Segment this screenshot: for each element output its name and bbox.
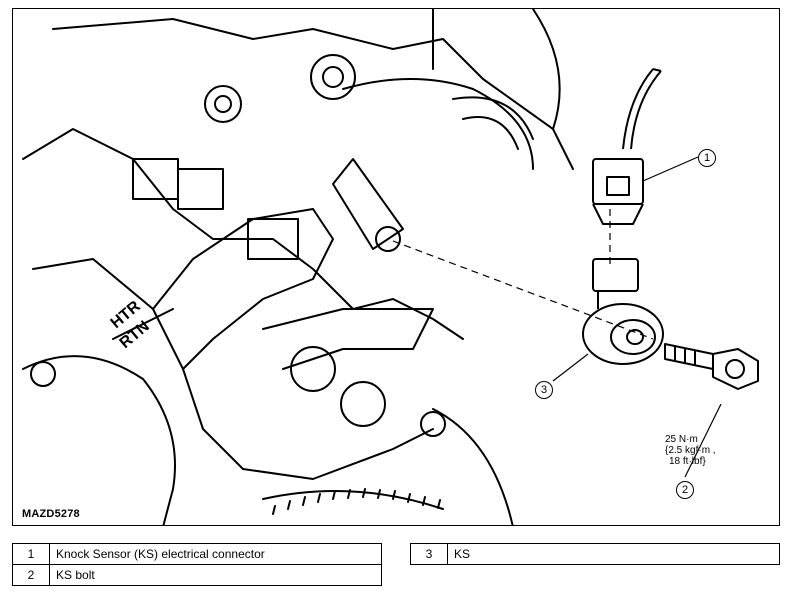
legend-row: 1 Knock Sensor (KS) electrical connector: [12, 543, 382, 565]
legend-table-right: 3 KS: [410, 543, 780, 565]
legend-description: KS bolt: [49, 564, 382, 586]
torque-line-2: {2.5 kgf·m ,: [665, 445, 716, 456]
callout-1: 1: [698, 149, 716, 167]
engine-illustration: HTR RTN: [22, 9, 759, 525]
legend-description: KS: [447, 543, 780, 565]
legend-table-left: 1 Knock Sensor (KS) electrical connector…: [12, 543, 382, 586]
legend-number: 2: [12, 564, 50, 586]
legend-description: Knock Sensor (KS) electrical connector: [49, 543, 382, 565]
callout-3: 3: [535, 381, 553, 399]
torque-line-3: 18 ft·lbf}: [669, 456, 706, 467]
figure-id-label: MAZD5278: [22, 508, 80, 520]
callout-2: 2: [676, 481, 694, 499]
legend-row: 3 KS: [410, 543, 780, 565]
torque-line-1: 25 N·m: [665, 434, 698, 445]
legend-number: 3: [410, 543, 448, 565]
engine-diagram: HTR RTN: [12, 8, 780, 526]
torque-spec: 25 N·m {2.5 kgf·m , 18 ft·lbf}: [665, 434, 716, 467]
legend-number: 1: [12, 543, 50, 565]
legend-row: 2 KS bolt: [12, 564, 382, 586]
